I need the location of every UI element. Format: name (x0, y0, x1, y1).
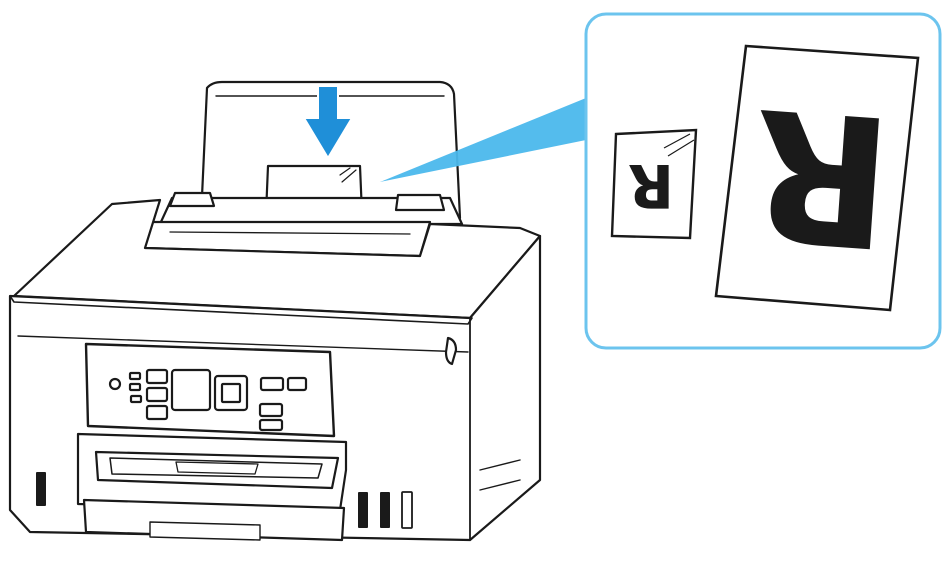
small-paper-sheet: R (612, 130, 696, 238)
large-sheet-letter: R (746, 67, 899, 285)
ink-tank-black (36, 472, 46, 506)
small-sheet-letter: R (628, 150, 674, 220)
ink-tank-1 (358, 492, 368, 528)
power-button-icon (110, 379, 120, 389)
paper-guide-left (170, 193, 214, 206)
paper-guide-right (396, 195, 444, 210)
paper-output-tray (78, 434, 346, 540)
operation-panel (86, 344, 334, 436)
ink-tank-3 (402, 492, 412, 528)
ink-tank-2 (380, 492, 390, 528)
lcd-screen (172, 370, 210, 410)
large-paper-sheet: R (716, 46, 918, 310)
